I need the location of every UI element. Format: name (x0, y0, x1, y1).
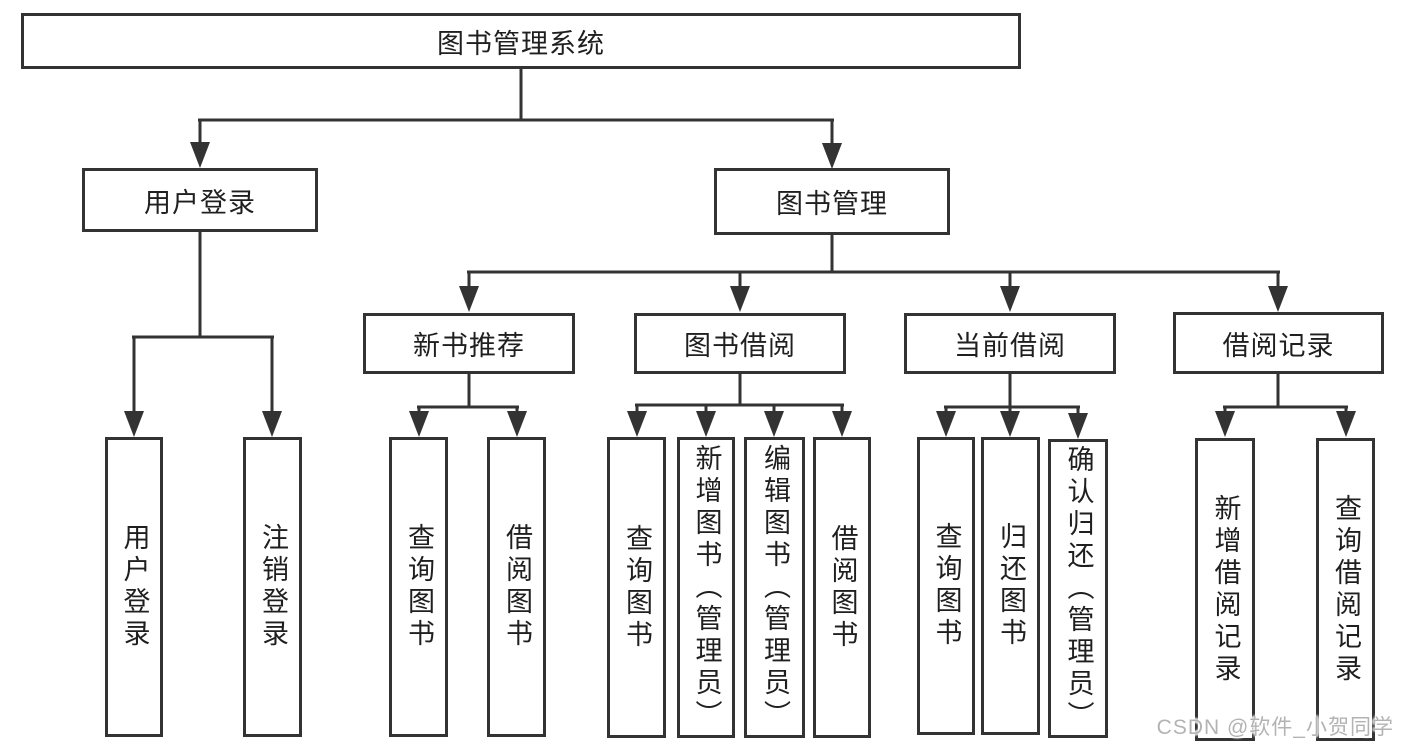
node-book-management: 图书管理 (714, 168, 950, 235)
node-label: 借阅记录 (1222, 330, 1335, 361)
node-label: 借阅图书 (502, 523, 532, 651)
leaf-confirm-return-admin: 确认归还（管理员） (1048, 439, 1108, 738)
node-borrowing-records: 借阅记录 (1173, 312, 1384, 374)
leaf-borrow-books-borrowing: 借阅图书 (813, 437, 871, 738)
node-label: 新书推荐 (413, 331, 525, 361)
node-label: 用户登录 (144, 187, 256, 218)
leaf-add-book-admin: 新增图书（管理员） (677, 437, 735, 738)
leaf-logout: 注销登录 (243, 437, 302, 737)
leaf-query-borrow-record: 查询借阅记录 (1316, 438, 1375, 741)
node-label: 图书管理 (776, 189, 888, 219)
leaf-query-books-borrowing: 查询图书 (607, 437, 666, 738)
node-label: 用户登录 (119, 523, 150, 651)
node-label: 当前借阅 (954, 331, 1066, 361)
watermark: CSDN @软件_小贺同学 (1156, 716, 1394, 739)
node-label: 归还图书 (996, 522, 1026, 650)
node-label: 确认归还（管理员） (1063, 444, 1094, 733)
node-label: 图书借阅 (684, 331, 796, 361)
node-label: 查询图书 (404, 523, 434, 651)
node-user-login-group: 用户登录 (82, 168, 318, 232)
leaf-return-book: 归还图书 (981, 437, 1040, 735)
node-label: 注销登录 (258, 523, 288, 651)
leaf-query-books-current: 查询图书 (917, 437, 975, 735)
node-book-borrowing: 图书借阅 (634, 313, 846, 374)
node-label: 编辑图书（管理员） (760, 443, 790, 732)
leaf-user-login: 用户登录 (105, 437, 163, 737)
node-label: 新增借阅记录 (1210, 493, 1241, 686)
node-label: 查询借阅记录 (1331, 493, 1361, 686)
leaf-edit-book-admin: 编辑图书（管理员） (744, 437, 805, 738)
connector-lines (132, 67, 1348, 419)
arrowheads (124, 142, 1356, 439)
node-label: 新增图书（管理员） (691, 443, 722, 732)
leaf-borrow-books-recommend: 借阅图书 (487, 437, 546, 737)
node-root: 图书管理系统 (21, 13, 1021, 69)
node-label: 查询图书 (931, 522, 962, 650)
node-new-book-recommend: 新书推荐 (363, 313, 575, 374)
leaf-query-books-recommend: 查询图书 (389, 437, 448, 737)
leaf-add-borrow-record: 新增借阅记录 (1195, 438, 1255, 741)
node-label: 图书管理系统 (437, 28, 605, 59)
node-label: 借阅图书 (827, 523, 858, 652)
node-current-borrowing: 当前借阅 (904, 313, 1116, 374)
node-label: 查询图书 (622, 523, 652, 652)
